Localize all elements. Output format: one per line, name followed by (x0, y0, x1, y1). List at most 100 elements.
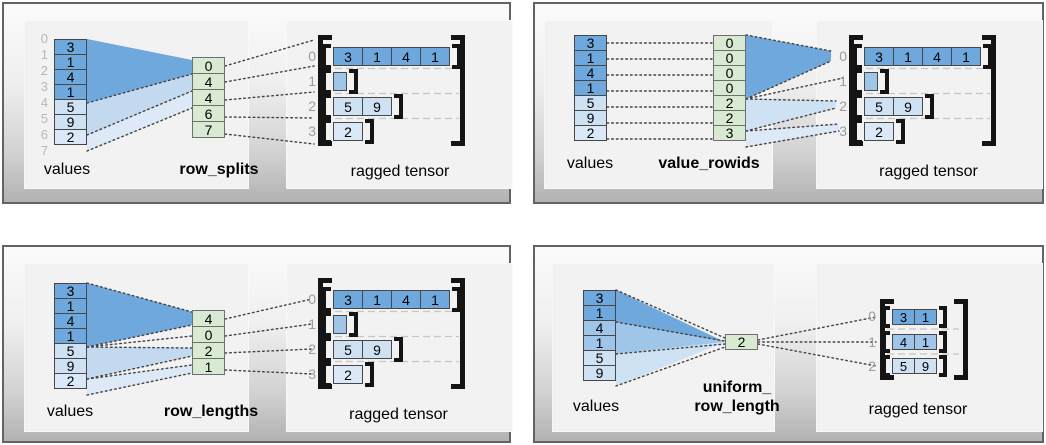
param-cell: 4 (192, 89, 225, 106)
row-close-bracket-icon (983, 44, 992, 69)
param-cell: 0 (192, 326, 225, 343)
row-close-bracket-icon (939, 331, 947, 353)
value-cell: 3 (574, 35, 607, 51)
param-cell: 4 (192, 73, 225, 90)
row-open-bracket-icon (322, 44, 331, 69)
panel-row-lengths: 3 1 4 1 5 9 2 4 0 2 1 values row_lengths… (2, 245, 513, 443)
param-cell: 6 (192, 105, 225, 122)
panel-value-rowids: 3 1 4 1 5 9 2 0 0 0 0 2 2 3 values value… (533, 2, 1044, 204)
row-open-bracket-icon (882, 355, 890, 377)
param-cell: 2 (713, 95, 746, 111)
ragged-row: 2 (322, 362, 374, 387)
value-cell: 3 (54, 39, 87, 55)
row-index: 1 (868, 334, 876, 350)
value-cell: 9 (54, 358, 87, 374)
tensor-cell: 1 (362, 47, 392, 66)
ragged-row-empty (322, 312, 358, 337)
value-cell: 4 (54, 313, 87, 329)
values-column: 3 1 4 1 5 9 2 (54, 283, 87, 389)
param-cell: 7 (192, 121, 225, 138)
ragged-row: 3 1 4 1 (322, 44, 461, 69)
tensor-cell: 1 (420, 47, 450, 66)
ragged-row: 2 (322, 119, 374, 144)
tensor-cell: 9 (362, 97, 392, 116)
values-column: 3 1 4 1 5 9 (583, 290, 616, 381)
ragged-row: 3 1 4 1 (322, 287, 461, 312)
panel-uniform-row-length: 3 1 4 1 5 9 2 values uniform_ row_length… (533, 245, 1044, 443)
row-open-bracket-icon (322, 287, 331, 312)
ragged-row: 5 9 (882, 355, 947, 377)
value-cell: 9 (583, 365, 616, 381)
tensor-cell: 3 (864, 47, 894, 66)
boundary-index: 4 (40, 95, 48, 110)
boundary-index: 3 (40, 79, 48, 94)
tensor-cell: 5 (864, 97, 894, 116)
tensor-cell: 5 (333, 97, 363, 116)
value-cell: 9 (54, 114, 87, 130)
tensor-cell: 9 (914, 358, 937, 374)
connector-lines-layer (86, 39, 459, 152)
row-open-bracket-icon (322, 119, 331, 144)
ragged-row: 2 (853, 119, 905, 144)
param-cell: 0 (713, 35, 746, 51)
boundary-index: 2 (40, 63, 48, 78)
ragged-tensor-label: ragged tensor (350, 163, 450, 180)
row-splits-column: 0 4 4 6 7 (192, 57, 225, 138)
row-index: 2 (868, 358, 876, 374)
value-cell: 1 (54, 54, 87, 70)
tensor-cell: 1 (914, 309, 937, 325)
param-cell: 0 (713, 65, 746, 81)
tensor-close-bracket-icon (451, 278, 465, 389)
row-close-bracket-icon (365, 362, 374, 387)
fan-medium (87, 74, 192, 135)
tensor-cell: 9 (362, 340, 392, 359)
param-cell: 0 (713, 50, 746, 66)
tensor-close-bracket-icon (451, 35, 465, 146)
row-close-bracket-icon (452, 44, 461, 69)
tensor-cell: 5 (892, 358, 915, 374)
value-cell: 2 (54, 373, 87, 389)
boundary-index: 1 (40, 47, 48, 62)
tensor-cell: 3 (892, 309, 915, 325)
row-close-bracket-icon (925, 94, 934, 119)
connector-lines-layer (606, 34, 990, 148)
row-index: 0 (839, 48, 847, 64)
boundary-index: 0 (40, 31, 48, 46)
row-open-bracket-icon (322, 362, 331, 387)
row-open-bracket-icon (322, 69, 331, 94)
ragged-row: 5 9 (322, 94, 403, 119)
row-close-bracket-icon (394, 337, 403, 362)
value-cell: 1 (574, 50, 607, 66)
values-column: 3 1 4 1 5 9 2 (574, 35, 607, 141)
tensor-cell: 4 (922, 47, 952, 66)
param-label: row_lengths (163, 403, 259, 420)
row-index: 2 (308, 98, 316, 114)
value-cell: 1 (54, 298, 87, 314)
connector-lines-layer (86, 282, 459, 396)
param-cell: 2 (725, 334, 758, 350)
ragged-row: 5 9 (322, 337, 403, 362)
value-cell: 2 (54, 129, 87, 145)
value-cell: 1 (583, 305, 616, 321)
ragged-row: 5 9 (853, 94, 934, 119)
row-open-bracket-icon (322, 312, 331, 337)
fan-dark (746, 35, 831, 99)
param-label: value_rowids (658, 155, 760, 172)
tensor-cell: 4 (391, 47, 421, 66)
row-close-bracket-icon (896, 119, 905, 144)
tensor-cell: 2 (333, 122, 363, 141)
tensor-cell: 1 (951, 47, 981, 66)
value-cell: 4 (583, 320, 616, 336)
values-label: values (43, 161, 91, 178)
param-cell: 1 (192, 358, 225, 375)
tensor-cell: 2 (333, 365, 363, 384)
values-label: values (46, 403, 94, 420)
tensor-cell: 3 (333, 47, 363, 66)
row-open-bracket-icon (882, 306, 890, 328)
uniform-row-length-cell: 2 (725, 334, 758, 350)
values-label: values (566, 155, 614, 172)
value-cell: 1 (583, 335, 616, 351)
row-close-bracket-icon (939, 306, 947, 328)
row-open-bracket-icon (322, 337, 331, 362)
param-label-line1: uniform_ (702, 379, 772, 396)
